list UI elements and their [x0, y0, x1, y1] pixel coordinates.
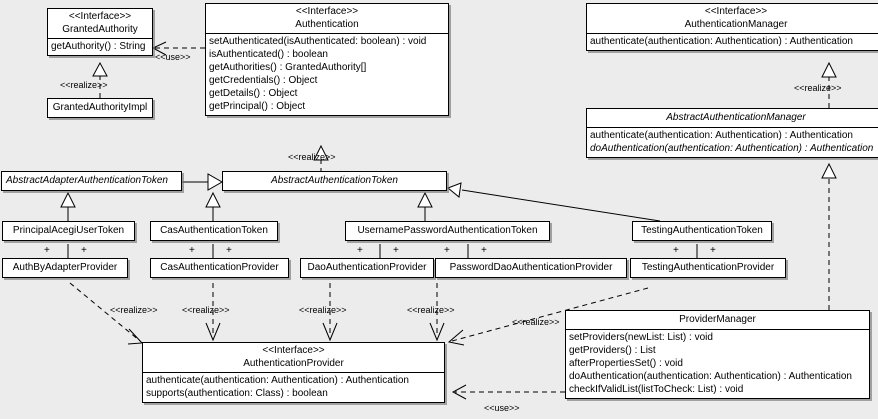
class-name-label: TestingAuthenticationProvider: [641, 262, 775, 273]
class-header-provider-manager: ProviderManager: [566, 311, 869, 329]
class-header-authentication: <<Interface>> Authentication: [206, 4, 448, 33]
stereotype-label: <<Interface>>: [68, 11, 132, 22]
operation-item: getPrincipal() : Object: [209, 101, 306, 112]
operation-item: setAuthenticated(isAuthenticated: boolea…: [209, 36, 427, 47]
association-marker-plus: +: [44, 245, 50, 256]
operation-item: authenticate(authentication: Authenticat…: [146, 375, 409, 386]
class-box-cas-authentication-provider[interactable]: CasAuthenticationProvider: [150, 258, 289, 278]
class-name-label: CasAuthenticationProvider: [160, 262, 279, 273]
edge-label-realize-password-dao-authentication-provider: <<realize>>: [407, 305, 455, 315]
class-name-label: UsernamePasswordAuthenticationToken: [357, 225, 538, 236]
edge-label-realize-abstract-authentication-manager: <<realize>>: [794, 83, 842, 93]
class-box-authentication-provider[interactable]: <<Interface>> AuthenticationProvider aut…: [142, 342, 445, 403]
operation-item: getCredentials() : Object: [209, 75, 318, 86]
class-name-label: AuthenticationManager: [684, 19, 788, 30]
operations-compartment-authentication-manager: authenticate(authentication: Authenticat…: [587, 33, 878, 50]
class-name-label: DaoAuthenticationProvider: [307, 262, 427, 273]
association-marker-plus: +: [81, 245, 87, 256]
class-box-abstract-authentication-token[interactable]: AbstractAuthenticationToken: [222, 171, 447, 191]
class-box-auth-by-adapter-provider[interactable]: AuthByAdapterProvider: [2, 258, 128, 278]
class-box-authentication[interactable]: <<Interface>> Authentication setAuthenti…: [205, 3, 449, 116]
class-header-abstract-authentication-manager: AbstractAuthenticationManager: [587, 109, 878, 127]
edge-label-realize-provider-manager: <<realize>>: [512, 317, 560, 327]
operation-item: afterPropertiesSet() : void: [569, 358, 683, 369]
class-header-authentication-provider: <<Interface>> AuthenticationProvider: [143, 343, 444, 372]
association-marker-plus: +: [226, 245, 232, 256]
class-name-label: GrantedAuthorityImpl: [52, 102, 148, 113]
class-name-label: CasAuthenticationToken: [160, 225, 268, 236]
association-marker-plus: +: [710, 245, 716, 256]
class-name-label: PasswordDaoAuthenticationProvider: [449, 262, 613, 273]
class-name-label: GrantedAuthority: [62, 24, 138, 35]
operation-item: supports(authentication: Class) : boolea…: [146, 388, 328, 399]
class-name-label: ProviderManager: [679, 314, 756, 325]
operations-compartment-granted-authority: getAuthority() : String: [48, 38, 152, 55]
operations-compartment-abstract-authentication-manager: authenticate(authentication: Authenticat…: [587, 127, 878, 157]
stereotype-label: <<Interface>>: [295, 6, 359, 17]
operation-item: doAuthentication(authentication: Authent…: [569, 371, 852, 382]
class-name-label: PrincipalAcegiUserToken: [12, 225, 125, 236]
operation-item: setProviders(newList: List) : void: [569, 332, 713, 343]
edge-label-realize-cas-authentication-provider: <<realize>>: [182, 305, 230, 315]
operation-item: getAuthorities() : GrantedAuthority[]: [209, 62, 367, 73]
class-box-provider-manager[interactable]: ProviderManager setProviders(newList: Li…: [565, 310, 870, 399]
class-box-testing-authentication-provider[interactable]: TestingAuthenticationProvider: [630, 258, 786, 278]
stereotype-label: <<Interface>>: [262, 345, 325, 356]
class-box-dao-authentication-provider[interactable]: DaoAuthenticationProvider: [300, 258, 434, 278]
class-name-label: AbstractAuthenticationManager: [666, 112, 806, 123]
edge-label-use-granted-authority: <<use>>: [155, 52, 191, 62]
association-marker-plus: +: [673, 245, 679, 256]
operation-item: authenticate(authentication: Authenticat…: [590, 130, 853, 141]
class-header-authentication-manager: <<Interface>> AuthenticationManager: [587, 4, 878, 33]
class-name-label: TestingAuthenticationToken: [641, 225, 763, 236]
class-box-abstract-authentication-manager[interactable]: AbstractAuthenticationManager authentica…: [586, 108, 878, 158]
operations-compartment-authentication-provider: authenticate(authentication: Authenticat…: [143, 372, 444, 402]
operation-item: getAuthority() : String: [51, 41, 146, 52]
association-marker-plus: +: [189, 245, 195, 256]
edge-label-realize-granted-authority-impl: <<realize>>: [60, 80, 108, 90]
operation-item: checkIfValidList(listToCheck: List) : vo…: [569, 384, 744, 395]
class-name-label: AbstractAuthenticationToken: [271, 175, 398, 186]
class-header-granted-authority: <<Interface>> GrantedAuthority: [48, 9, 152, 38]
operation-item: getProviders() : List: [569, 345, 656, 356]
class-box-username-password-authentication-token[interactable]: UsernamePasswordAuthenticationToken: [345, 221, 550, 241]
class-box-testing-authentication-token[interactable]: TestingAuthenticationToken: [632, 221, 772, 241]
operation-item: doAuthentication(authentication: Authent…: [590, 143, 874, 154]
class-box-cas-authentication-token[interactable]: CasAuthenticationToken: [150, 221, 278, 241]
edge-label-realize-auth-by-adapter-provider: <<realize>>: [110, 305, 158, 315]
operation-item: authenticate(authentication: Authenticat…: [590, 36, 853, 47]
association-marker-plus: +: [481, 245, 487, 256]
class-name-label: AuthenticationProvider: [243, 358, 344, 369]
class-name-label: AbstractAdapterAuthenticationToken: [6, 175, 168, 186]
edge-label-use-provider-manager: <<use>>: [484, 403, 520, 413]
class-name-label: AuthByAdapterProvider: [12, 262, 118, 273]
edge-label-realize-abstract-authentication-token: <<realize>>: [288, 152, 336, 162]
edge-label-realize-dao-authentication-provider: <<realize>>: [299, 305, 347, 315]
stereotype-label: <<Interface>>: [704, 6, 768, 17]
association-marker-plus: +: [393, 245, 399, 256]
class-box-principal-acegi-user-token[interactable]: PrincipalAcegiUserToken: [2, 221, 135, 241]
class-name-label: Authentication: [295, 19, 359, 30]
class-box-authentication-manager[interactable]: <<Interface>> AuthenticationManager auth…: [586, 3, 878, 51]
association-marker-plus: +: [357, 245, 363, 256]
operations-compartment-provider-manager: setProviders(newList: List) : void getPr…: [566, 329, 869, 398]
class-box-granted-authority-impl[interactable]: GrantedAuthorityImpl: [47, 98, 153, 118]
class-box-abstract-adapter-authentication-token[interactable]: AbstractAdapterAuthenticationToken: [1, 171, 182, 191]
association-marker-plus: +: [444, 245, 450, 256]
class-box-password-dao-authentication-provider[interactable]: PasswordDaoAuthenticationProvider: [435, 258, 627, 278]
operations-compartment-authentication: setAuthenticated(isAuthenticated: boolea…: [206, 33, 448, 115]
operation-item: getDetails() : Object: [209, 88, 298, 99]
class-box-granted-authority[interactable]: <<Interface>> GrantedAuthority getAuthor…: [47, 8, 153, 56]
operation-item: isAuthenticated() : boolean: [209, 49, 328, 60]
